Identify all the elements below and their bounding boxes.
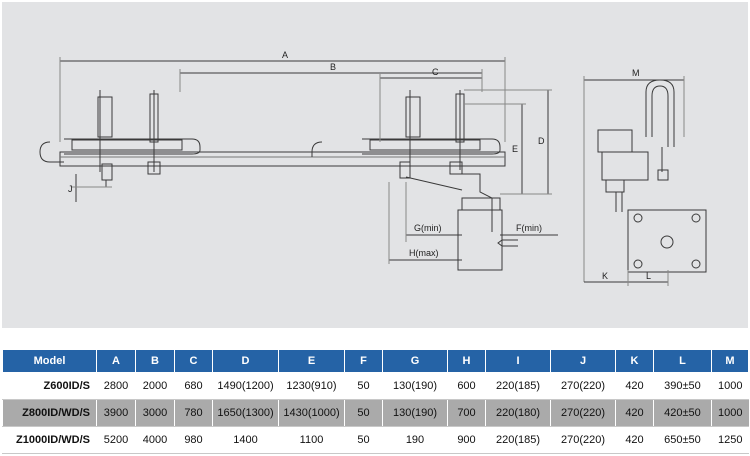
table-cell: 1650(1300)	[212, 399, 279, 427]
dim-label-f: F(min)	[516, 223, 542, 233]
support-column	[462, 173, 493, 232]
table-cell: 2800	[96, 372, 136, 400]
header-cell: L	[653, 349, 712, 373]
dim-label-m: M	[632, 68, 640, 78]
table-cell: 50	[344, 372, 383, 400]
table-cell: 1100	[278, 426, 345, 454]
table-cell: 1000	[711, 399, 749, 427]
model-cell: Z800ID/WD/S	[2, 399, 97, 427]
table-cell: 390±50	[653, 372, 712, 400]
header-cell: F	[344, 349, 383, 373]
side-motor	[597, 129, 633, 153]
table-cell: 420	[615, 372, 654, 400]
table-row: Z600ID/S 2800 2000 680 1490(1200) 1230(9…	[2, 372, 749, 400]
drawing-svg: A B C D E J G(min) F(min) H(max) M K L	[39, 50, 707, 286]
table-cell: 3000	[135, 399, 175, 427]
cable-loop-right	[362, 138, 501, 155]
header-cell: A	[96, 349, 136, 373]
table-cell: 130(190)	[382, 399, 448, 427]
technical-drawing: A B C D E J G(min) F(min) H(max) M K L	[2, 2, 748, 328]
spec-table: Model A B C D E F G H I J K L M Z600ID/S…	[2, 349, 749, 454]
table-cell: 2000	[135, 372, 175, 400]
table-cell: 50	[344, 399, 383, 427]
dim-label-h: H(max)	[409, 248, 439, 258]
cable-loop-left	[64, 138, 201, 155]
table-cell: 130(190)	[382, 372, 448, 400]
base-plate	[627, 209, 707, 273]
table-cell: 50	[344, 426, 383, 454]
table-cell: 1230(910)	[278, 372, 345, 400]
header-cell: E	[278, 349, 345, 373]
table-cell: 270(220)	[550, 426, 616, 454]
dim-label-a: A	[282, 50, 288, 60]
table-cell: 220(185)	[485, 426, 551, 454]
table-cell: 4000	[135, 426, 175, 454]
table-cell: 1000	[711, 372, 749, 400]
header-cell: H	[447, 349, 486, 373]
header-cell: J	[550, 349, 616, 373]
table-cell: 220(185)	[485, 372, 551, 400]
dim-label-l: L	[646, 271, 651, 281]
dim-label-d: D	[538, 136, 545, 146]
dim-label-g: G(min)	[414, 223, 442, 233]
table-cell: 190	[382, 426, 448, 454]
right-carriage	[369, 139, 481, 151]
table-cell: 600	[447, 372, 486, 400]
table-row: Z1000ID/WD/S 5200 4000 980 1400 1100 50 …	[2, 426, 749, 454]
table-cell: 780	[174, 399, 213, 427]
main-beam	[59, 151, 506, 167]
table-cell: 420	[615, 426, 654, 454]
table-cell: 270(220)	[550, 372, 616, 400]
header-cell: G	[382, 349, 448, 373]
table-row: Z800ID/WD/S 3900 3000 780 1650(1300) 143…	[2, 399, 749, 427]
dim-label-e: E	[512, 144, 518, 154]
table-cell: 1400	[212, 426, 279, 454]
table-header-row: Model A B C D E F G H I J K L M	[2, 349, 749, 373]
table-cell: 220(180)	[485, 399, 551, 427]
table-cell: 980	[174, 426, 213, 454]
table-cell: 1490(1200)	[212, 372, 279, 400]
model-cell: Z1000ID/WD/S	[2, 426, 97, 454]
header-cell: I	[485, 349, 551, 373]
dim-label-j: J	[68, 184, 73, 194]
table-cell: 650±50	[653, 426, 712, 454]
header-cell: K	[615, 349, 654, 373]
table-cell: 420	[615, 399, 654, 427]
dim-label-b: B	[330, 62, 336, 72]
header-cell: B	[135, 349, 175, 373]
table-cell: 700	[447, 399, 486, 427]
table-cell: 1250	[711, 426, 749, 454]
header-cell: D	[212, 349, 279, 373]
model-cell: Z600ID/S	[2, 372, 97, 400]
table-cell: 5200	[96, 426, 136, 454]
header-cell: Model	[2, 349, 97, 373]
column-base	[457, 209, 503, 271]
table-cell: 420±50	[653, 399, 712, 427]
left-carriage	[71, 139, 183, 151]
dim-label-k: K	[602, 271, 608, 281]
table-cell: 270(220)	[550, 399, 616, 427]
table-cell: 3900	[96, 399, 136, 427]
header-cell: C	[174, 349, 213, 373]
dim-label-c: C	[432, 67, 439, 77]
table-cell: 1430(1000)	[278, 399, 345, 427]
side-arm	[645, 79, 675, 147]
table-cell: 680	[174, 372, 213, 400]
table-cell: 900	[447, 426, 486, 454]
header-cell: M	[711, 349, 749, 373]
